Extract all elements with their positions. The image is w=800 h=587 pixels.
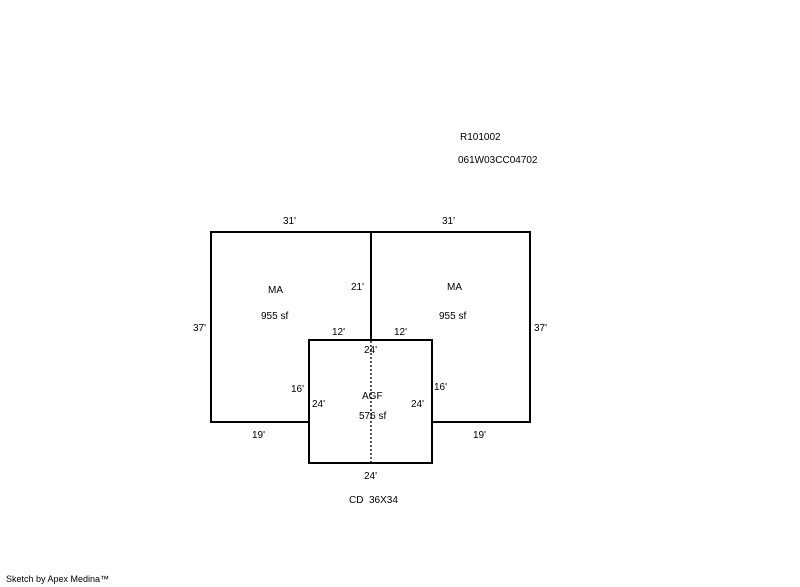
dim-garage-left: 24'	[312, 399, 325, 410]
area-left-size: 955 sf	[261, 311, 288, 322]
dim-center-wall: 21'	[351, 282, 364, 293]
dim-right-inner: 16'	[434, 382, 447, 393]
dim-garage-right: 24'	[411, 399, 424, 410]
dim-right-bottom: 19'	[473, 430, 486, 441]
garage-outline	[308, 339, 433, 464]
dim-right-top: 31'	[442, 216, 455, 227]
dim-left-bottom: 19'	[252, 430, 265, 441]
dim-left-step: 12'	[332, 327, 345, 338]
area-right-size: 955 sf	[439, 311, 466, 322]
map-number: 061W03CC04702	[458, 155, 538, 166]
dim-garage-bottom: 24'	[364, 471, 377, 482]
dim-right-side: 37'	[534, 323, 547, 334]
area-center-code: AGF	[362, 391, 383, 402]
dim-left-inner: 16'	[291, 384, 304, 395]
dim-left-top: 31'	[283, 216, 296, 227]
dim-left-side: 37'	[193, 323, 206, 334]
dim-garage-top: 24'	[364, 345, 377, 356]
sketch-caption: CD 36X34	[349, 495, 398, 506]
dim-right-step: 12'	[394, 327, 407, 338]
parcel-id: R101002	[460, 132, 501, 143]
sketch-credit: Sketch by Apex Medina™	[6, 574, 110, 584]
area-center-size: 576 sf	[359, 411, 386, 422]
area-right-code: MA	[447, 282, 462, 293]
area-left-code: MA	[268, 285, 283, 296]
